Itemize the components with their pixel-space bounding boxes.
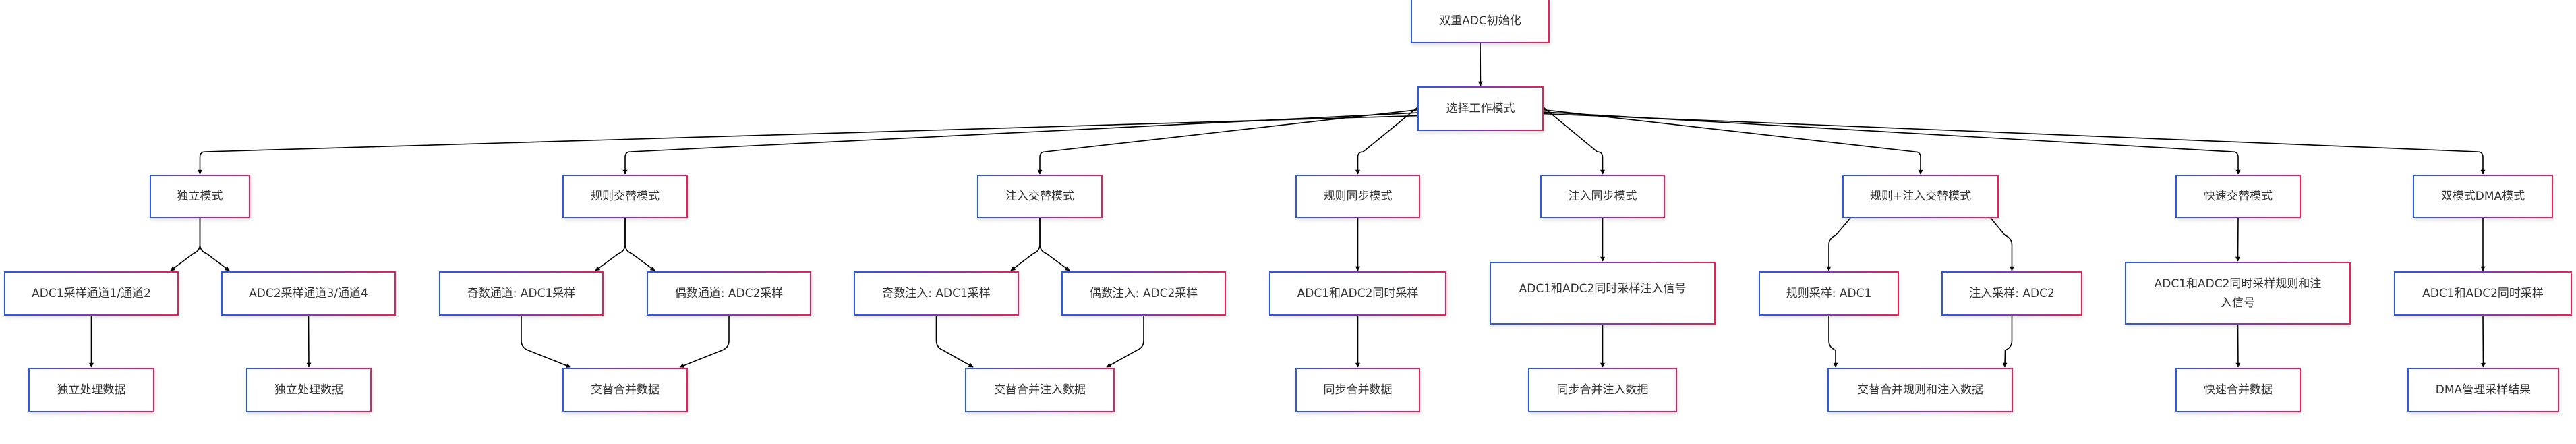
edge-m1b-to-m1r2	[306, 315, 312, 368]
edge-select-to-m2	[622, 112, 1418, 175]
node-regular-simultaneous-mode[interactable]: 规则同步模式	[1295, 175, 1420, 218]
edge-m2-to-m2b	[624, 218, 655, 271]
node-odd-injected-adc1[interactable]: 奇数注入: ADC1采样	[854, 271, 1019, 316]
node-fast-interleaved-mode[interactable]: 快速交替模式	[2175, 175, 2301, 218]
node-label: 注入交替模式	[1005, 190, 1074, 203]
node-label: 规则同步模式	[1323, 190, 1393, 203]
node-dual-adc-init[interactable]: 双重ADC初始化	[1411, 0, 1550, 43]
edge-select-to-m8	[1543, 113, 2486, 175]
node-label: ADC1和ADC2同时采样规则和注入信号	[2154, 277, 2322, 310]
node-adc1-adc2-simultaneous[interactable]: ADC1和ADC2同时采样	[1269, 271, 1446, 316]
edge-m7-to-m7a	[2235, 217, 2241, 262]
node-label: 快速交替模式	[2204, 190, 2273, 203]
node-label: 独立处理数据	[274, 383, 343, 397]
edge-m6-to-m6a	[1826, 217, 1851, 271]
node-injected-sampling-adc2[interactable]: 注入采样: ADC2	[1941, 271, 2082, 316]
node-label: 注入采样: ADC2	[1969, 287, 2055, 300]
edge-m1-to-m1b	[199, 218, 230, 271]
node-label: 同步合并数据	[1323, 383, 1393, 397]
node-even-channel-adc2[interactable]: 偶数通道: ADC2采样	[647, 271, 811, 316]
node-odd-channel-adc1[interactable]: 奇数通道: ADC1采样	[439, 271, 604, 316]
edge-m8a-to-m8r	[2480, 315, 2486, 368]
node-label: 交替合并数据	[591, 383, 660, 397]
node-fast-merge-data[interactable]: 快速合并数据	[2175, 368, 2301, 412]
edge-m3-to-m3b	[1039, 218, 1070, 271]
node-label: 独立处理数据	[57, 383, 126, 397]
node-injected-alternate-mode[interactable]: 注入交替模式	[977, 175, 1103, 218]
edge-m1-to-m1a	[170, 218, 201, 271]
node-even-injected-adc2[interactable]: 偶数注入: ADC2采样	[1061, 271, 1226, 316]
node-sync-merge-injected-data[interactable]: 同步合并注入数据	[1528, 368, 1677, 412]
node-sync-merge-data[interactable]: 同步合并数据	[1295, 368, 1420, 412]
node-label: 规则采样: ADC1	[1786, 287, 1872, 300]
edge-m3b-to-m3r	[1106, 316, 1144, 368]
node-regular-sampling-adc1[interactable]: 规则采样: ADC1	[1759, 271, 1899, 316]
node-label: 注入同步模式	[1568, 190, 1637, 203]
edge-m2a-to-m2r	[521, 316, 571, 368]
node-label: 双重ADC初始化	[1439, 14, 1521, 28]
node-label: ADC1和ADC2同时采样	[2422, 287, 2544, 300]
node-regular-injected-alternate-mode[interactable]: 规则+注入交替模式	[1842, 175, 1999, 218]
node-adc1-adc2-simultaneous-regular-injected[interactable]: ADC1和ADC2同时采样规则和注入信号	[2125, 262, 2351, 325]
node-label: 双模式DMA模式	[2440, 190, 2525, 203]
node-dma-adc1-adc2-simultaneous[interactable]: ADC1和ADC2同时采样	[2394, 271, 2572, 316]
node-label: 独立模式	[177, 190, 223, 203]
edge-select-to-m1	[198, 115, 1418, 175]
edge-select-to-m3	[1037, 109, 1418, 175]
edge-m3a-to-m3r	[935, 316, 974, 368]
node-label: 规则交替模式	[591, 190, 660, 203]
node-independent-mode[interactable]: 独立模式	[150, 175, 250, 218]
node-label: 快速合并数据	[2204, 383, 2273, 397]
node-adc1-channel-1-2[interactable]: ADC1采样通道1/通道2	[4, 271, 179, 316]
edge-m2b-to-m2r	[679, 316, 730, 368]
node-alternate-merge-regular-injected-data[interactable]: 交替合并规则和注入数据	[1827, 368, 2013, 412]
node-label: 同步合并注入数据	[1556, 383, 1649, 397]
edge-m6a-to-m6r	[1828, 316, 1838, 368]
edge-init-to-select	[1477, 43, 1483, 86]
edge-select-to-m6	[1543, 109, 1923, 175]
edge-select-to-m7	[1543, 111, 2241, 175]
node-label: ADC2采样通道3/通道4	[249, 287, 368, 300]
node-label: 交替合并规则和注入数据	[1857, 383, 1983, 397]
node-label: 奇数注入: ADC1采样	[882, 287, 991, 300]
edge-m7a-to-m7r	[2235, 324, 2241, 368]
node-independent-process-data-1[interactable]: 独立处理数据	[28, 368, 154, 412]
node-label: 偶数通道: ADC2采样	[674, 287, 784, 300]
node-injected-simultaneous-mode[interactable]: 注入同步模式	[1540, 175, 1665, 218]
node-regular-alternate-mode[interactable]: 规则交替模式	[562, 175, 688, 218]
node-label: ADC1和ADC2同时采样	[1297, 287, 1419, 300]
node-label: 交替合并注入数据	[994, 383, 1086, 397]
node-label: 奇数通道: ADC1采样	[467, 287, 576, 300]
edge-m2-to-m2a	[595, 218, 626, 271]
edge-m6b-to-m6r	[2002, 316, 2013, 368]
node-label: DMA管理采样结果	[2435, 383, 2531, 397]
edge-m3-to-m3a	[1010, 218, 1041, 271]
edge-m6-to-m6b	[1990, 217, 2014, 271]
node-alternate-merge-injected-data[interactable]: 交替合并注入数据	[965, 368, 1115, 412]
node-label: 选择工作模式	[1446, 102, 1515, 115]
node-label: ADC1和ADC2同时采样注入信号	[1519, 282, 1687, 296]
node-select-work-mode[interactable]: 选择工作模式	[1417, 86, 1544, 131]
node-dual-mode-dma[interactable]: 双模式DMA模式	[2413, 175, 2553, 218]
node-label: 规则+注入交替模式	[1869, 190, 1972, 203]
node-adc2-channel-3-4[interactable]: ADC2采样通道3/通道4	[221, 271, 396, 316]
node-label: ADC1采样通道1/通道2	[32, 287, 151, 300]
node-alternate-merge-data[interactable]: 交替合并数据	[562, 368, 688, 412]
node-label: 偶数注入: ADC2采样	[1089, 287, 1198, 300]
node-dma-manage-results[interactable]: DMA管理采样结果	[2407, 368, 2559, 412]
node-independent-process-data-2[interactable]: 独立处理数据	[246, 368, 372, 412]
edge-select-to-m5	[1543, 107, 1605, 175]
edge-select-to-m4	[1355, 107, 1418, 175]
node-adc1-adc2-simultaneous-injected[interactable]: ADC1和ADC2同时采样注入信号	[1490, 262, 1716, 325]
